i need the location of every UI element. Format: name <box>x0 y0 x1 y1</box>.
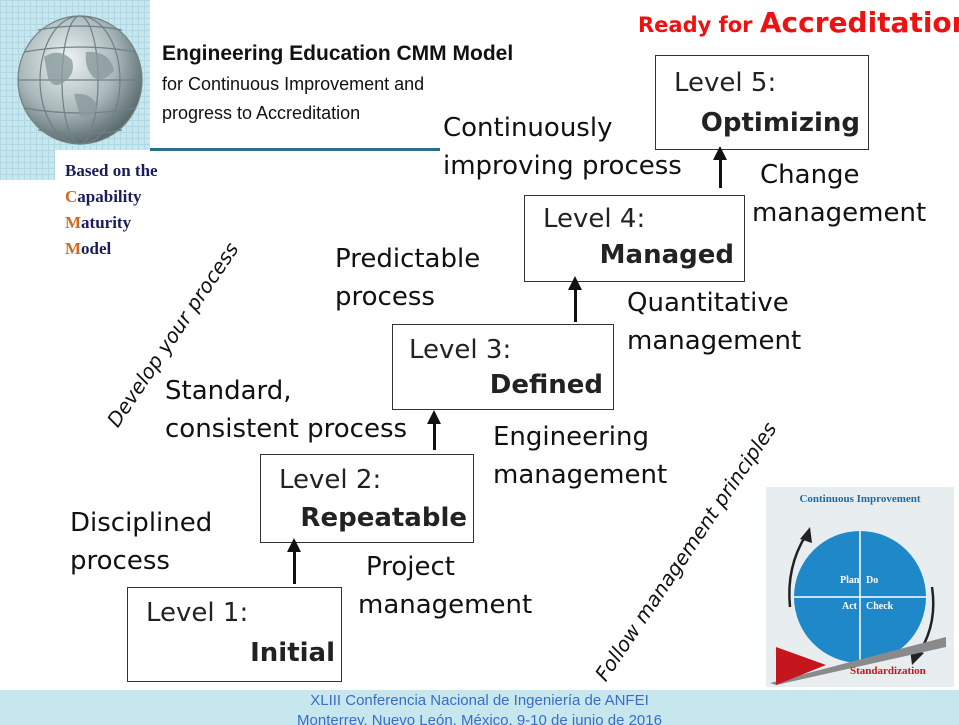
subtitle-line-1: for Continuous Improvement and <box>162 74 425 94</box>
page-title: Engineering Education CMM Model <box>162 42 514 65</box>
footer-background <box>0 690 959 725</box>
level-1-name: Initial <box>250 638 335 668</box>
level-5-name: Optimizing <box>700 108 860 138</box>
pdca-standardization: Standardization <box>850 665 926 677</box>
level-3-label: Level 3: <box>409 335 512 365</box>
standard-process-label: Standard,consistent process <box>165 376 408 444</box>
level-4-label: Level 4: <box>543 204 646 234</box>
pdca-act: Act <box>842 601 857 612</box>
arrow-level-2-to-3 <box>427 410 441 450</box>
pdca-plan: Plan <box>840 575 860 586</box>
globe-icon <box>17 15 143 145</box>
level-2-box: Level 2: Repeatable <box>260 454 474 543</box>
level-2-label: Level 2: <box>279 465 382 495</box>
pdca-check: Check <box>866 601 894 612</box>
ready-for-accreditation: Ready for Accreditation <box>638 6 959 39</box>
cmm-maturity: Maturity <box>65 213 132 232</box>
level-4-name: Managed <box>599 240 734 270</box>
pdca-image: Continuous Improvement Plan Do Act Check… <box>766 487 954 687</box>
footer-line-2: Monterrey, Nuevo León, México, 9-10 de j… <box>297 712 662 725</box>
footer-line-1: XLIII Conferencia Nacional de Ingeniería… <box>310 692 649 709</box>
level-5-box: Level 5: Optimizing <box>655 55 869 150</box>
level-1-label: Level 1: <box>146 598 249 628</box>
level-3-name: Defined <box>489 370 603 400</box>
pdca-diagram <box>770 527 946 685</box>
based-on-cmm: Based on the Capability Maturity Model <box>65 158 158 262</box>
pdca-do: Do <box>866 575 879 586</box>
level-1-box: Level 1: Initial <box>127 587 342 682</box>
arrow-level-3-to-4 <box>568 276 582 322</box>
level-2-name: Repeatable <box>300 503 467 533</box>
title-divider <box>150 148 440 151</box>
level-5-label: Level 5: <box>674 68 777 98</box>
arrow-level-4-to-5 <box>713 146 727 188</box>
subtitle-line-2: progress to Accreditation <box>162 103 361 123</box>
pdca-title: Continuous Improvement <box>799 493 921 505</box>
cmm-capability: Capability <box>65 187 142 206</box>
cmm-model: Model <box>65 239 112 258</box>
arrow-level-1-to-2 <box>287 538 301 584</box>
level-3-box: Level 3: Defined <box>392 324 614 410</box>
based-on-line: Based on the <box>65 161 158 180</box>
level-4-box: Level 4: Managed <box>524 195 745 282</box>
